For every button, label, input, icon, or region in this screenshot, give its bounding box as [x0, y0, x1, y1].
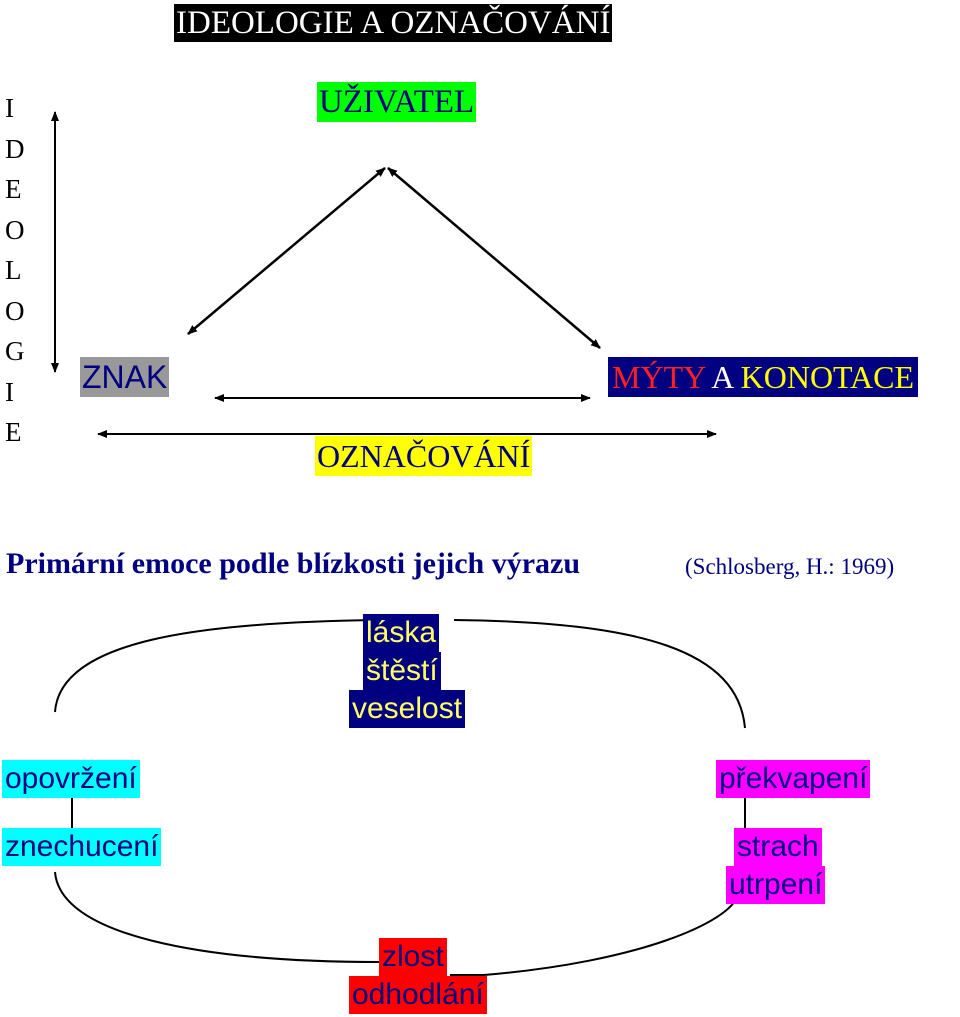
vertical-letter: L	[5, 255, 22, 285]
emotions-heading: Primární emoce podle blízkosti jejich vý…	[6, 547, 581, 580]
emotion-prekvapeni: překvapení	[716, 760, 871, 798]
emotion-utrpeni: utrpení	[726, 866, 826, 904]
emotion-strach: strach	[734, 828, 822, 866]
diagram-title: IDEOLOGIE A OZNAČOVÁNÍ	[174, 4, 613, 42]
vertical-letter: G	[5, 336, 25, 366]
ideology-vertical-label: I D E O L O G I E	[5, 88, 25, 453]
arrow-uzivatel-myty	[387, 167, 601, 349]
node-oznacovani: OZNAČOVÁNÍ	[315, 436, 533, 476]
vertical-letter: O	[5, 214, 25, 245]
vertical-letter: I	[5, 93, 14, 123]
emotion-arc-bottom	[54, 871, 739, 976]
vertical-letter: E	[5, 417, 22, 447]
emotion-zlost: zlost	[379, 938, 447, 976]
a-word: A	[711, 359, 733, 395]
myty-word: MÝTY	[612, 359, 706, 395]
emotions-citation: (Schlosberg, H.: 1969)	[685, 554, 895, 579]
emotion-laska: láska	[363, 614, 440, 652]
node-znak: ZNAK	[80, 357, 170, 397]
vertical-letter: E	[5, 174, 22, 204]
emotion-opovrzeni: opovržení	[2, 760, 140, 798]
emotion-znechuceni: znechucení	[2, 828, 162, 866]
emotion-veselost: veselost	[349, 690, 466, 728]
vertical-letter: I	[5, 376, 14, 407]
konotace-word: KONOTACE	[740, 359, 915, 395]
node-uzivatel: UŽIVATEL	[317, 82, 477, 122]
vertical-letter: D	[5, 133, 25, 164]
emotion-odhodlani: odhodlání	[349, 976, 487, 1014]
emotion-stesti: štěstí	[363, 652, 441, 690]
vertical-letter: O	[5, 295, 25, 326]
node-myty-a-konotace: MÝTY A KONOTACE	[608, 357, 919, 397]
emotion-arc-top	[54, 619, 746, 729]
arrow-uzivatel-znak	[187, 167, 386, 335]
